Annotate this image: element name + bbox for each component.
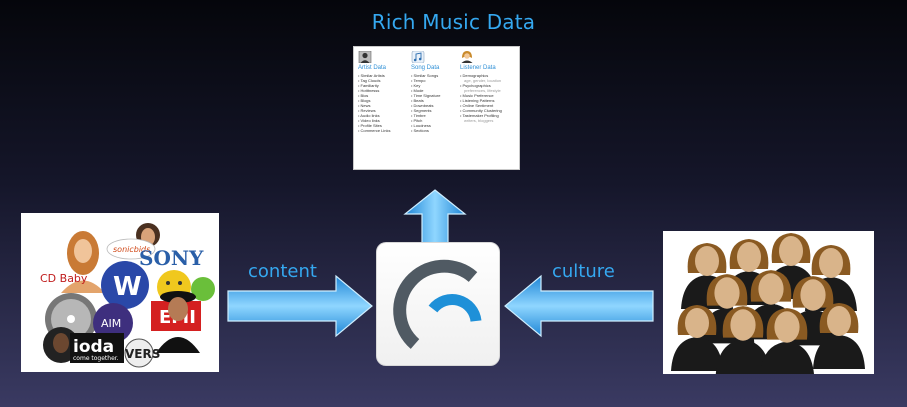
- artist-data-item: Tag Clouds: [358, 78, 391, 83]
- artist-data-column: Artist Data Similar ArtistsTag CloudsFam…: [358, 51, 391, 133]
- music-industry-logos-collage: sonicbids SONY CD Baby W AIM EMI VERS: [40, 223, 215, 368]
- listener-data-item: Online Sentiment: [460, 103, 502, 108]
- artist-avatar-icon: [358, 51, 372, 63]
- culture-people-box: [663, 231, 874, 374]
- aim-logo: AIM: [101, 317, 121, 330]
- artist-data-item: Hotttnesss: [358, 88, 391, 93]
- artist-data-item: Commerce Links: [358, 128, 391, 133]
- person-icon: [671, 305, 723, 371]
- song-data-item: Mode: [411, 88, 440, 93]
- arrow-left-culture: [504, 274, 654, 338]
- listener-data-heading: Listener Data: [460, 65, 496, 71]
- person-icon: [760, 308, 814, 374]
- artist-data-item: Blogs: [358, 98, 391, 103]
- song-data-column: Song Data Similar SongsTempoKeyModeTime …: [411, 51, 440, 133]
- song-data-item: Pitch: [411, 118, 440, 123]
- ioda-logo: ioda: [73, 337, 114, 357]
- content-logos-box: sonicbids SONY CD Baby W AIM EMI VERS: [21, 213, 219, 372]
- crowd-of-people-illustration: [671, 233, 865, 374]
- song-data-item: Loudness: [411, 123, 440, 128]
- song-data-item: Key: [411, 83, 440, 88]
- person-icon: [813, 303, 865, 369]
- song-data-heading: Song Data: [411, 65, 440, 71]
- artist-data-list: Similar ArtistsTag CloudsFamiliarityHott…: [358, 73, 391, 133]
- artist-data-item: Familiarity: [358, 83, 391, 88]
- sony-logo: SONY: [139, 246, 204, 270]
- person-icon: [715, 306, 771, 374]
- listener-data-item: Music Preference: [460, 93, 502, 98]
- listener-data-item-detail: writers, bloggers: [464, 118, 494, 123]
- song-data-item: Time Signature: [411, 93, 440, 98]
- artist-data-item: Audio links: [358, 113, 391, 118]
- song-data-list: Similar SongsTempoKeyModeTime SignatureB…: [411, 73, 440, 133]
- artist-data-item: Similar Artists: [358, 73, 391, 78]
- listener-data-item-detail: age, gender, location: [464, 78, 502, 83]
- ioda-tagline: come together.: [73, 355, 119, 362]
- artist-data-heading: Artist Data: [358, 65, 387, 71]
- listener-data-item-detail: preferences, lifestyle: [464, 88, 501, 93]
- listener-avatar-icon: [461, 51, 473, 63]
- artist-data-item: News: [358, 103, 391, 108]
- sonicbids-logo: sonicbids: [113, 245, 150, 254]
- rich-music-data-card: Artist Data Similar ArtistsTag CloudsFam…: [353, 46, 520, 170]
- cdbaby-logo: CD Baby: [40, 272, 88, 285]
- song-data-item: Sections: [411, 128, 440, 133]
- song-data-item: Segments: [411, 108, 440, 113]
- artist-data-item: Profile Sites: [358, 123, 391, 128]
- warner-logo: W: [113, 272, 142, 302]
- arrow-up: [403, 189, 467, 244]
- song-data-item: Tempo: [411, 78, 440, 83]
- artist-data-item: Video links: [358, 118, 391, 123]
- song-data-item: Beats: [411, 98, 440, 103]
- song-data-item: Downbeats: [411, 103, 440, 108]
- arrow-right-content: [227, 274, 373, 338]
- diagram-title: Rich Music Data: [371, 10, 536, 34]
- song-data-item: Similar Songs: [411, 73, 440, 78]
- music-note-icon: [411, 51, 425, 63]
- vers-logo: VERS: [125, 347, 160, 361]
- listener-data-item: Community Clustering: [460, 108, 502, 113]
- echonest-logo-icon: [393, 259, 482, 349]
- listener-data-item: Listening Patterns: [460, 98, 502, 103]
- song-data-item: Timbre: [411, 113, 440, 118]
- artist-data-item: Bios: [358, 93, 391, 98]
- content-label: content: [248, 261, 317, 282]
- culture-label: culture: [552, 261, 615, 282]
- echonest-hub: [376, 242, 500, 366]
- artist-data-item: Reviews: [358, 108, 391, 113]
